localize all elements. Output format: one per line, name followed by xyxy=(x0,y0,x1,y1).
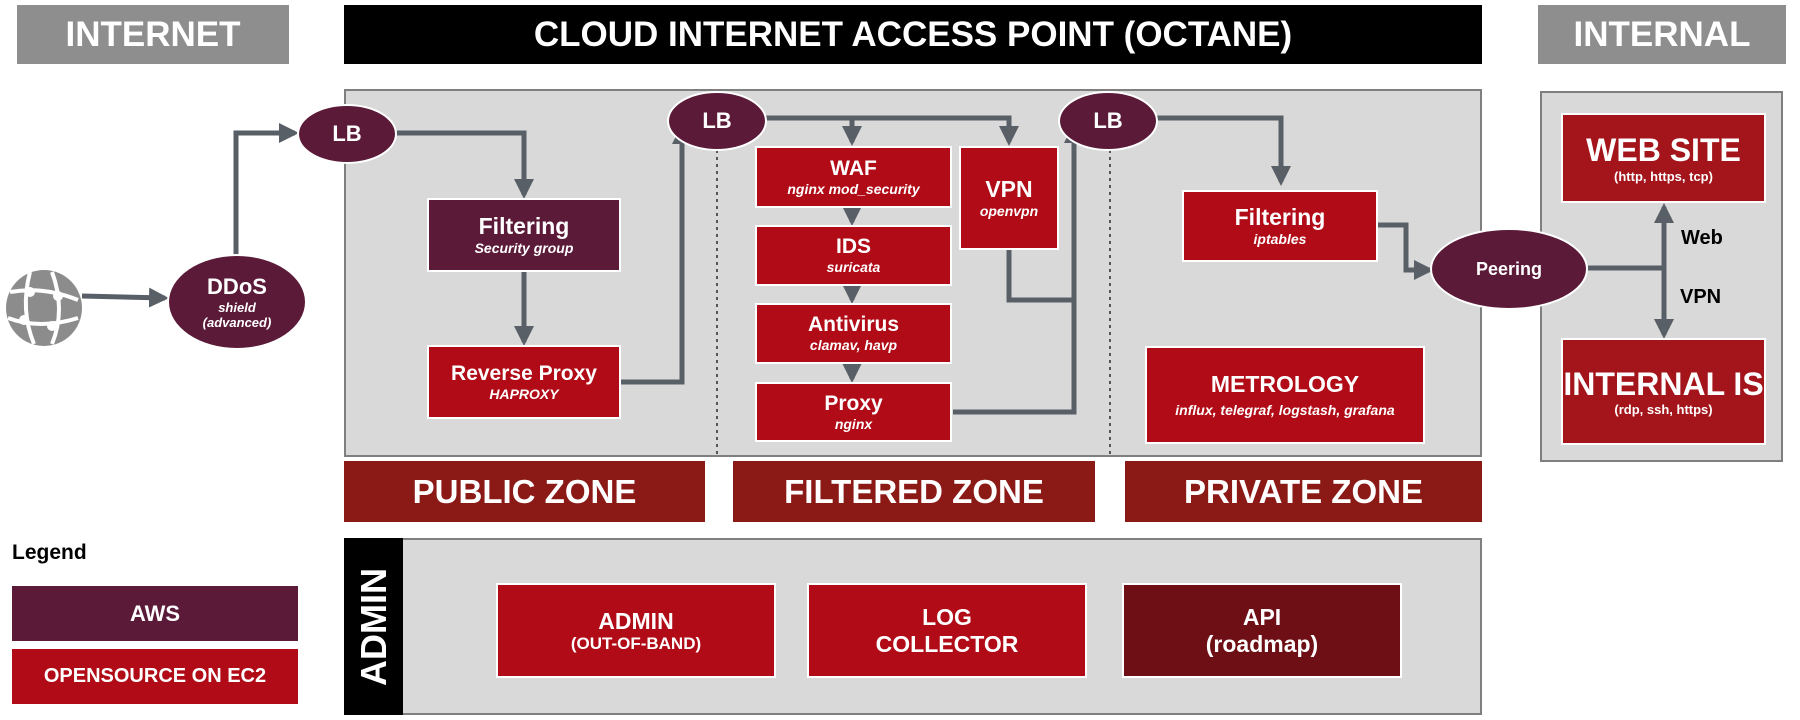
ddos-sub2: (advanced) xyxy=(202,315,272,330)
proxy-sub: nginx xyxy=(834,415,873,432)
arrow-lb-filtering-private xyxy=(1156,115,1291,186)
antivirus-box: Antivirus clamav, havp xyxy=(755,303,952,364)
ids-box: IDS suricata xyxy=(755,225,952,286)
metrology-sub: influx, telegraf, logstash, grafana xyxy=(1175,401,1395,418)
internal-is-box: INTERNAL IS (rdp, ssh, https) xyxy=(1561,338,1766,445)
public-zone-banner: PUBLIC ZONE xyxy=(344,461,705,522)
ids-title: IDS xyxy=(835,235,871,259)
private-zone-banner: PRIVATE ZONE xyxy=(1125,461,1482,522)
waf-box: WAF nginx mod_security xyxy=(755,146,952,208)
proxy-box: Proxy nginx xyxy=(755,382,952,442)
arrow-proxy-lb xyxy=(953,123,1084,415)
internet-header: INTERNET xyxy=(17,5,289,64)
legend-opensource: OPENSOURCE ON EC2 xyxy=(12,649,298,704)
peering-label: Peering xyxy=(1475,258,1543,279)
api-roadmap-box: API (roadmap) xyxy=(1122,583,1402,678)
web-link-label: Web xyxy=(1681,227,1723,249)
waf-sub: nginx mod_security xyxy=(787,180,920,197)
arrow-reverseproxy-lb xyxy=(620,124,692,385)
vpn-link-label: VPN xyxy=(1680,286,1722,308)
legend-aws: AWS xyxy=(12,586,298,641)
ddos-title: DDoS xyxy=(207,274,267,299)
admin-side-label: ADMIN xyxy=(344,538,403,715)
lb-public-label: LB xyxy=(332,121,362,146)
filtering-public-sub: Security group xyxy=(474,239,574,256)
peering-node: Peering xyxy=(1430,228,1588,310)
lb-private-node: LB xyxy=(1058,91,1158,151)
vpn-title: VPN xyxy=(985,176,1033,203)
website-box: WEB SITE (http, https, tcp) xyxy=(1561,113,1766,203)
arrow-lb-vpn xyxy=(763,115,1019,146)
website-sub: (http, https, tcp) xyxy=(1614,168,1713,184)
lb-filtered-node: LB xyxy=(667,91,767,151)
filtering-private-title: Filtering xyxy=(1234,204,1326,231)
antivirus-title: Antivirus xyxy=(807,313,899,337)
log-box-line2: COLLECTOR xyxy=(875,630,1019,657)
admin-side-text: ADMIN xyxy=(352,567,394,686)
internal-is-sub: (rdp, ssh, https) xyxy=(1614,402,1713,418)
internal-header: INTERNAL xyxy=(1538,5,1786,64)
filtering-security-group-box: Filtering Security group xyxy=(427,198,621,272)
vpn-sub: openvpn xyxy=(979,202,1039,219)
website-title: WEB SITE xyxy=(1586,132,1741,169)
ids-sub: suricata xyxy=(826,259,881,276)
legend-title: Legend xyxy=(12,541,87,564)
reverse-proxy-title: Reverse Proxy xyxy=(451,361,597,385)
metrology-title: METROLOGY xyxy=(1210,371,1360,398)
reverse-proxy-box: Reverse Proxy HAPROXY xyxy=(427,345,621,419)
proxy-title: Proxy xyxy=(824,391,883,415)
lb-private-label: LB xyxy=(1093,108,1123,133)
filtering-public-title: Filtering xyxy=(478,213,570,240)
api-box-line1: API xyxy=(1242,604,1282,631)
arrow-ddos-lb xyxy=(233,123,299,255)
admin-box-line1: ADMIN xyxy=(598,607,674,634)
ddos-sub1: shield xyxy=(218,300,256,315)
admin-box-line2: (OUT-OF-BAND) xyxy=(570,633,702,653)
reverse-proxy-sub: HAPROXY xyxy=(489,385,559,402)
filtering-private-sub: iptables xyxy=(1253,230,1307,247)
waf-title: WAF xyxy=(830,156,877,180)
log-collector-box: LOG COLLECTOR xyxy=(807,583,1087,678)
arrow-vpn-lb xyxy=(1006,250,1074,303)
antivirus-sub: clamav, havp xyxy=(809,337,898,354)
log-box-line1: LOG xyxy=(922,604,972,631)
lb-public-node: LB xyxy=(297,104,397,164)
arrow-globe-ddos xyxy=(81,287,169,308)
arrow-filtering-peering xyxy=(1378,222,1434,280)
metrology-box: METROLOGY influx, telegraf, logstash, gr… xyxy=(1145,346,1425,444)
lb-filtered-label: LB xyxy=(702,108,732,133)
api-box-line2: (roadmap) xyxy=(1205,630,1319,657)
vpn-box: VPN openvpn xyxy=(959,146,1059,250)
admin-out-of-band-box: ADMIN (OUT-OF-BAND) xyxy=(496,583,776,678)
filtered-zone-banner: FILTERED ZONE xyxy=(733,461,1095,522)
cloud-header: CLOUD INTERNET ACCESS POINT (OCTANE) xyxy=(344,5,1482,64)
arrow-lb-filtering xyxy=(393,130,534,199)
filtering-iptables-box: Filtering iptables xyxy=(1182,190,1378,262)
internal-is-title: INTERNAL IS xyxy=(1563,365,1764,402)
ddos-shield-node: DDoS shield (advanced) xyxy=(167,254,307,350)
